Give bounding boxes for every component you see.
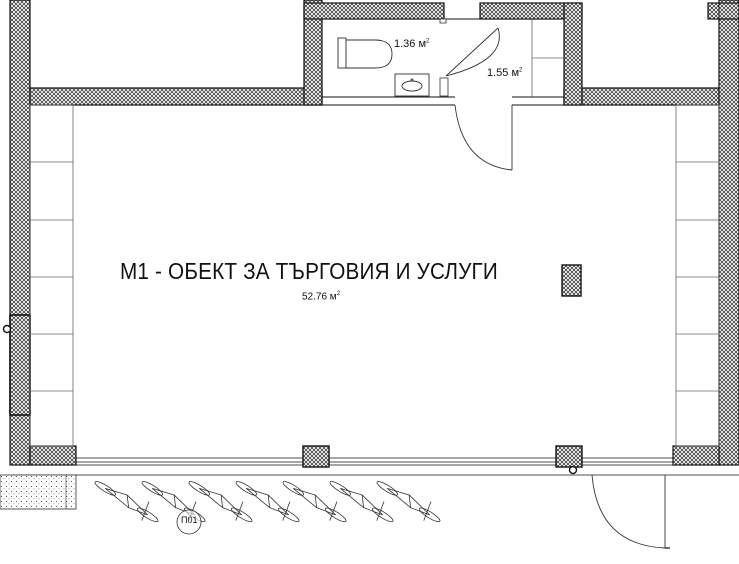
toilet-icon (337, 37, 393, 69)
wall-top-far-right (707, 2, 739, 20)
column-icon (302, 445, 330, 468)
wall-top-left (29, 87, 323, 106)
main-area-label: 52.76 м2 (302, 291, 341, 303)
hall-post (439, 77, 449, 97)
front-glazing (10, 457, 739, 476)
wall-wc-top (303, 2, 445, 20)
wall-bottom-right (672, 445, 720, 466)
hall-area-label: 1.55 м2 (487, 67, 523, 79)
wc-vent (439, 18, 447, 24)
wall-right (718, 0, 739, 466)
parking-label: П01 (181, 515, 198, 525)
bicycle-icon (94, 481, 159, 523)
bicycle-icon (235, 481, 300, 523)
wc-area-label: 1.36 м2 (394, 38, 430, 50)
bicycle-icon (282, 481, 347, 523)
markers (2, 324, 578, 475)
bicycle-icon (188, 481, 253, 523)
sink-icon (394, 73, 430, 97)
wall-left-segment (9, 314, 31, 416)
walls (9, 0, 739, 466)
bicycle-icon (329, 481, 394, 523)
column-icon (561, 264, 582, 297)
side-panels (29, 19, 720, 447)
inner-lines (29, 0, 720, 106)
door-swing-icon (445, 27, 670, 549)
outdoor-strip (0, 474, 77, 510)
parking-tag-circle (176, 509, 202, 535)
bicycle-rack (94, 481, 441, 523)
wall-hall-right (563, 2, 583, 106)
column-icon (555, 445, 583, 468)
wall-top-right (563, 87, 720, 106)
wall-wc-left (303, 0, 323, 106)
room-title: М1 - ОБЕКТ ЗА ТЪРГОВИЯ И УСЛУГИ (120, 258, 498, 284)
wall-bottom-left (29, 445, 77, 466)
bicycle-icon (376, 481, 441, 523)
columns (302, 264, 583, 468)
